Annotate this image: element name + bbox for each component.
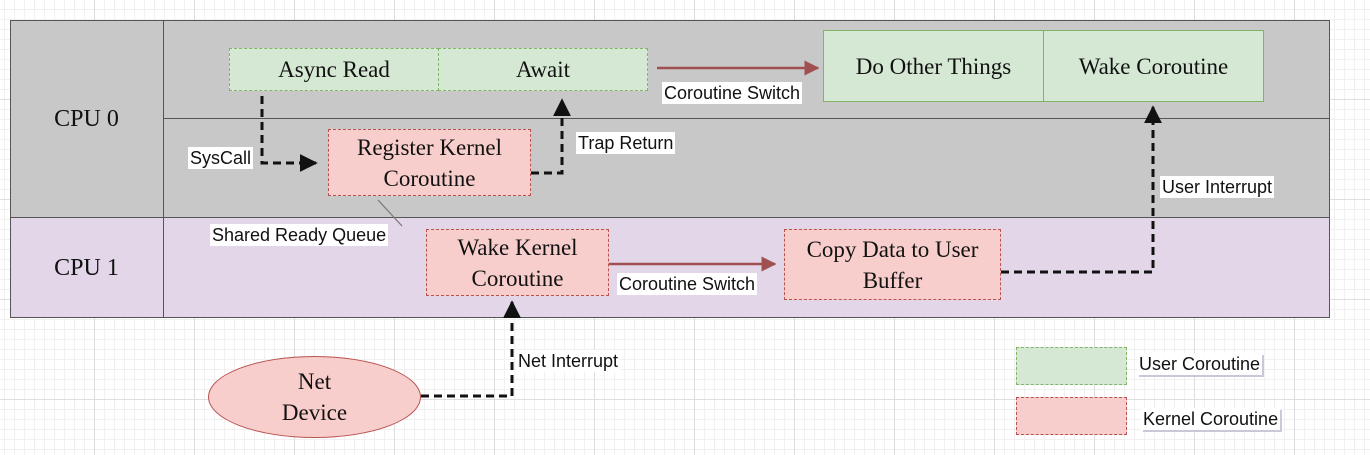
user-interrupt-label: User Interrupt bbox=[1160, 176, 1275, 198]
wake-coroutine-label: Wake Coroutine bbox=[1078, 54, 1229, 79]
net-device-node[interactable]: Net Device bbox=[208, 356, 421, 438]
trap-return-label: Trap Return bbox=[576, 132, 676, 154]
wake-kernel-coroutine-node[interactable]: Wake Kernel Coroutine bbox=[426, 229, 609, 296]
await-label: Await bbox=[515, 57, 571, 82]
legend-user-label: User Coroutine bbox=[1137, 353, 1263, 375]
shared-ready-queue-label: Shared Ready Queue bbox=[210, 224, 389, 246]
await-node[interactable]: Await bbox=[438, 48, 648, 91]
do-other-things-node[interactable]: Do Other Things bbox=[823, 30, 1044, 102]
cpu0-label: CPU 0 bbox=[54, 105, 119, 132]
coroutine-switch-top-label: Coroutine Switch bbox=[662, 82, 803, 104]
trap-return-arrow bbox=[531, 98, 571, 175]
legend-user-swatch bbox=[1016, 347, 1127, 385]
shared-ready-queue-line bbox=[377, 199, 403, 227]
lane-header-divider bbox=[163, 20, 164, 318]
copy-data-node[interactable]: Copy Data to User Buffer bbox=[784, 229, 1001, 300]
do-other-things-label: Do Other Things bbox=[855, 54, 1012, 79]
cpu0-inner-divider bbox=[164, 118, 1330, 119]
copy-data-label: Copy Data to User Buffer bbox=[806, 236, 979, 293]
async-read-node[interactable]: Async Read bbox=[229, 48, 439, 91]
register-kernel-coroutine-label: Register Kernel Coroutine bbox=[357, 134, 502, 191]
syscall-arrow bbox=[260, 96, 318, 172]
legend-kernel-swatch bbox=[1016, 397, 1127, 435]
legend-kernel-label: Kernel Coroutine bbox=[1141, 408, 1281, 430]
cpu1-label: CPU 1 bbox=[54, 254, 119, 281]
async-read-label: Async Read bbox=[278, 57, 390, 82]
wake-kernel-coroutine-label: Wake Kernel Coroutine bbox=[457, 234, 578, 291]
net-interrupt-arrow bbox=[421, 300, 521, 398]
net-interrupt-label: Net Interrupt bbox=[516, 350, 621, 372]
wake-coroutine-node[interactable]: Wake Coroutine bbox=[1043, 30, 1264, 102]
coroutine-switch-bottom-label: Coroutine Switch bbox=[617, 273, 758, 295]
user-interrupt-arrow bbox=[1001, 105, 1162, 274]
syscall-label: SysCall bbox=[188, 147, 254, 169]
net-device-label: Net Device bbox=[281, 369, 348, 425]
register-kernel-coroutine-node[interactable]: Register Kernel Coroutine bbox=[328, 129, 531, 196]
